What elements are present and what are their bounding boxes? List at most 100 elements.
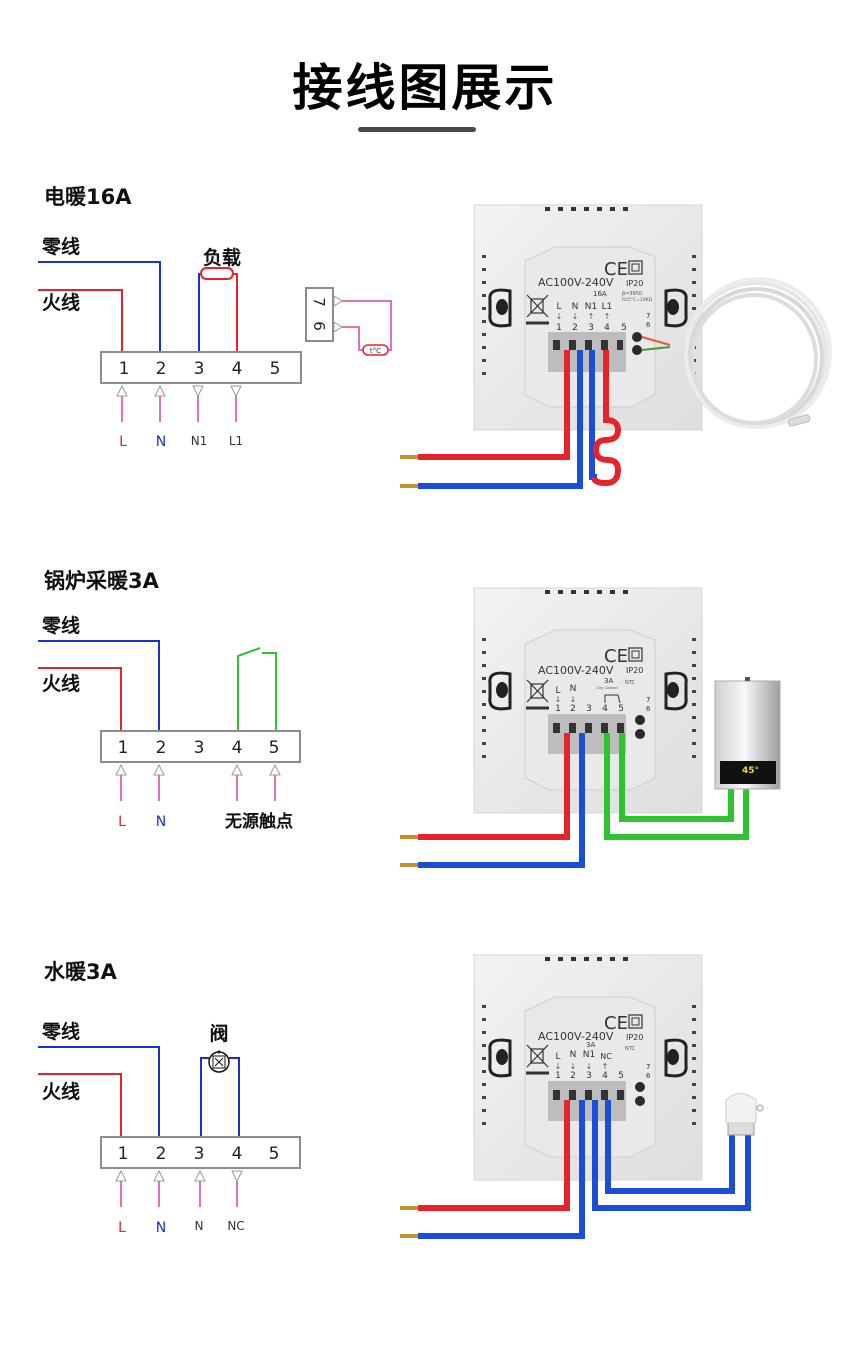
wiring-schematic: 零线 火线 负载 1 2 3 4 5 L N N1 L1 7 6 t°C — [38, 235, 392, 450]
device-terminal-N1: N1 — [583, 1050, 595, 1060]
device-ip-rating: IP20 — [626, 1033, 643, 1042]
arrow-icon — [333, 295, 343, 307]
dry-contact-wire — [237, 647, 261, 731]
svg-text:↑: ↑ — [604, 312, 611, 321]
neutral-wire — [418, 733, 585, 868]
svg-text:↑: ↑ — [588, 312, 595, 321]
device-voltage: AC100V-240V — [538, 1030, 614, 1043]
arrow-in-icon — [154, 384, 166, 422]
section-title: 锅炉采暖3A — [44, 569, 159, 593]
bottom-label-NC: NC — [227, 1219, 244, 1233]
valve-wire — [592, 1100, 751, 1211]
device-ce-mark: CE — [604, 259, 628, 280]
sensor-cable-coil — [684, 277, 832, 429]
device-terminal-L: L — [555, 1052, 560, 1062]
dry-contact-wire — [262, 652, 277, 731]
bottom-label-N1: N1 — [191, 434, 208, 448]
neutral-label: 零线 — [41, 614, 80, 637]
thermostat-back-illustration: CE IP20 AC100V-240V 3A Dry Contact NTC L… — [400, 587, 781, 868]
dry-contact-label: 无源触点 — [224, 811, 293, 832]
neutral-wire — [38, 640, 160, 731]
device-voltage: AC100V-240V — [538, 664, 614, 677]
arrow-in-icon — [116, 384, 128, 422]
device-sensor-7: 7 — [646, 1063, 650, 1071]
device-terminal-num: 2 — [570, 1071, 576, 1081]
thermostat-back-illustration: CE IP20 AC100V-240V 16A β=3950 R25°C=10K… — [400, 204, 832, 489]
terminal-5: 5 — [269, 1144, 280, 1164]
arrow-out-icon — [192, 385, 204, 422]
terminal-block — [100, 1136, 301, 1169]
device-terminal-num: 3 — [586, 1071, 592, 1081]
load-element — [200, 267, 234, 280]
terminal-5: 5 — [269, 738, 280, 758]
device-terminal-num: 4 — [604, 323, 610, 333]
device-sensor-6: 6 — [646, 321, 651, 329]
svg-text:↑: ↑ — [602, 1062, 609, 1071]
valve-wire — [605, 1100, 735, 1194]
device-sensor-7: 7 — [646, 312, 650, 320]
device-terminal-num: 1 — [556, 323, 562, 333]
device-ip-rating: IP20 — [626, 666, 643, 675]
device-ntc: NTC — [625, 1046, 636, 1052]
terminal-block — [100, 730, 301, 763]
device-terminal-num: 3 — [586, 704, 592, 714]
dry-contact-wire — [619, 733, 734, 822]
arrow-in-icon — [194, 1169, 206, 1207]
thermostat-back-illustration: CE IP20 AC100V-240V 3A NTC L N N1 NC ↓↓↓… — [400, 954, 764, 1239]
title-underline — [358, 127, 476, 132]
device-terminal-N: N — [570, 1050, 577, 1060]
valve-label: 阀 — [209, 1022, 228, 1045]
device-voltage: AC100V-240V — [538, 276, 614, 289]
section-boiler-heating: 锅炉采暖3A 零线 火线 1 2 3 4 5 L N 无源触点 CE I — [38, 569, 781, 868]
device-terminal-num: 5 — [618, 1071, 624, 1081]
live-label: 火线 — [42, 1080, 80, 1103]
device-ntc: NTC — [625, 680, 636, 686]
arrow-out-icon — [231, 1170, 243, 1207]
terminal-3: 3 — [194, 1144, 205, 1164]
live-wire — [38, 667, 122, 731]
device-terminal-N1: N1 — [585, 302, 597, 312]
bottom-label-L: L — [119, 434, 127, 450]
neutral-label: 零线 — [41, 1020, 80, 1043]
svg-text:↓: ↓ — [586, 1062, 593, 1071]
weee-bin-icon — [526, 679, 549, 710]
section-electric-heating: 电暖16A 零线 火线 负载 1 2 3 4 5 L N N1 L1 7 6 — [0, 0, 850, 520]
load-label: 负载 — [203, 246, 241, 269]
sensor-symbol: t°C — [370, 347, 381, 355]
device-terminal-num: 5 — [618, 704, 624, 714]
terminal-4: 4 — [232, 738, 243, 758]
bottom-label-N: N — [156, 814, 166, 830]
arrow-in-icon — [115, 763, 127, 801]
device-beta: β=3950 — [622, 291, 642, 297]
section-title: 水暖3A — [44, 960, 117, 984]
svg-text:↓: ↓ — [572, 312, 579, 321]
device-terminal-num: 2 — [572, 323, 578, 333]
sensor-terminal-6: 6 — [310, 321, 328, 331]
live-wire — [418, 350, 570, 460]
double-insulation-icon — [628, 647, 643, 662]
valve-actuator — [725, 1093, 764, 1136]
device-terminal-num: 1 — [555, 704, 561, 714]
terminal-1: 1 — [119, 359, 130, 379]
live-label: 火线 — [42, 672, 80, 695]
live-wire — [418, 1100, 570, 1211]
neutral-wire — [418, 350, 583, 489]
device-terminal-num: 2 — [570, 704, 576, 714]
sensor-terminal-block — [305, 287, 334, 342]
live-wire — [38, 1073, 122, 1137]
device-terminal-num: 3 — [588, 323, 594, 333]
temperature-sensor — [362, 344, 389, 356]
valve-wire — [200, 1057, 209, 1137]
device-terminal-L1: L1 — [602, 302, 613, 312]
terminal-3: 3 — [194, 738, 205, 758]
arrow-in-icon — [231, 763, 243, 801]
terminal-2: 2 — [156, 359, 167, 379]
device-terminal-num: 5 — [621, 323, 627, 333]
svg-text:↓: ↓ — [570, 1062, 577, 1071]
valve-icon — [208, 1050, 230, 1073]
device-sensor-7: 7 — [646, 696, 650, 704]
weee-bin-icon — [526, 294, 549, 325]
terminal-3: 3 — [194, 359, 205, 379]
device-sensor-6: 6 — [646, 705, 651, 713]
terminal-1: 1 — [118, 738, 129, 758]
